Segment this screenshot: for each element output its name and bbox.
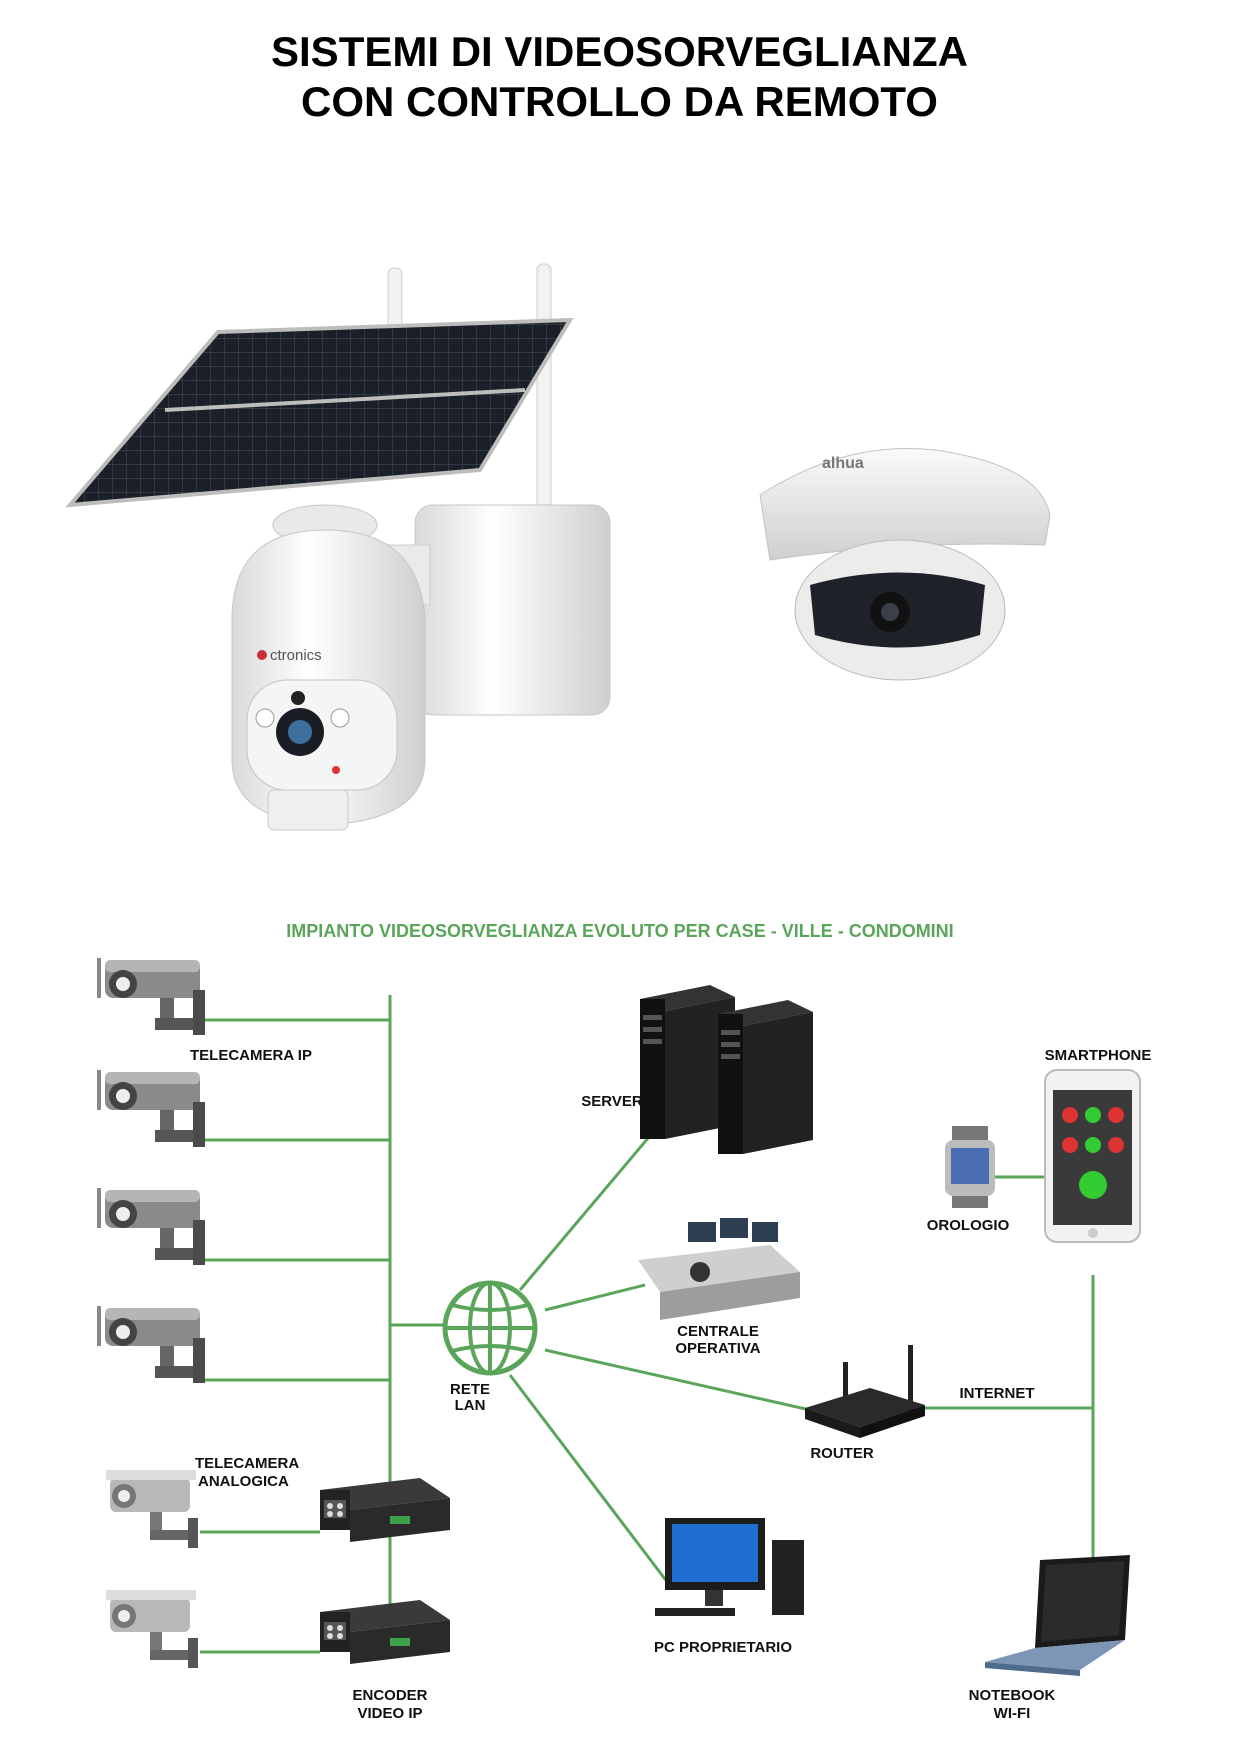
diagram-subtitle: IMPIANTO VIDEOSORVEGLIANZA EVOLUTO PER C… [286,921,953,941]
ip-camera-3-icon [97,1188,205,1265]
encoder-2-icon [320,1600,450,1664]
page-title-line-2: CON CONTROLLO DA REMOTO [301,78,938,125]
camera-product-photo: ctronics alhua [65,263,1051,831]
solar-panel [65,317,574,508]
analog-camera-1-icon [106,1470,198,1548]
notebook-icon [985,1555,1130,1676]
label-telecamera-analogica-1: TELECAMERA [195,1455,299,1472]
ip-camera-4-icon [97,1306,205,1383]
control-room-icon [638,1218,800,1320]
ip-camera-2-icon [97,1070,205,1147]
mount-box [414,504,611,716]
encoder-1-icon [320,1478,450,1542]
smartwatch-icon [945,1126,995,1208]
label-rete-2: LAN [455,1397,486,1414]
label-notebook-1: NOTEBOOK [969,1687,1056,1704]
smartphone-icon [1044,1069,1141,1243]
router-icon [805,1345,925,1438]
network-diagram: IMPIANTO VIDEOSORVEGLIANZA EVOLUTO PER C… [97,921,1152,1722]
label-internet: INTERNET [960,1385,1035,1402]
globe-icon [442,1280,538,1376]
label-telecamera-ip: TELECAMERA IP [190,1047,312,1064]
label-router: ROUTER [810,1445,874,1462]
label-centrale-2: OPERATIVA [675,1340,760,1357]
brand-ctronics: ctronics [270,647,322,664]
label-server: SERVER [581,1093,643,1110]
server-2-icon [718,1000,813,1154]
analog-camera-2-icon [106,1590,198,1668]
ip-camera-1-icon [97,958,205,1035]
pc-icon [655,1518,804,1616]
label-rete-1: RETE [450,1381,490,1398]
brand-dahua: alhua [822,455,864,472]
label-encoder-2: VIDEO IP [357,1705,422,1722]
page-title-line-1: SISTEMI DI VIDEOSORVEGLIANZA [271,28,968,75]
label-pc-proprietario: PC PROPRIETARIO [654,1639,792,1656]
label-encoder-1: ENCODER [352,1687,427,1704]
label-telecamera-analogica-2: ANALOGICA [198,1473,289,1490]
label-centrale-1: CENTRALE [677,1323,759,1340]
connection-lines [200,995,1095,1654]
label-notebook-2: WI-FI [994,1705,1031,1722]
label-smartphone: SMARTPHONE [1045,1047,1152,1064]
label-orologio: OROLOGIO [927,1217,1010,1234]
solar-camera: ctronics [65,263,611,831]
dome-camera: alhua [759,447,1051,681]
